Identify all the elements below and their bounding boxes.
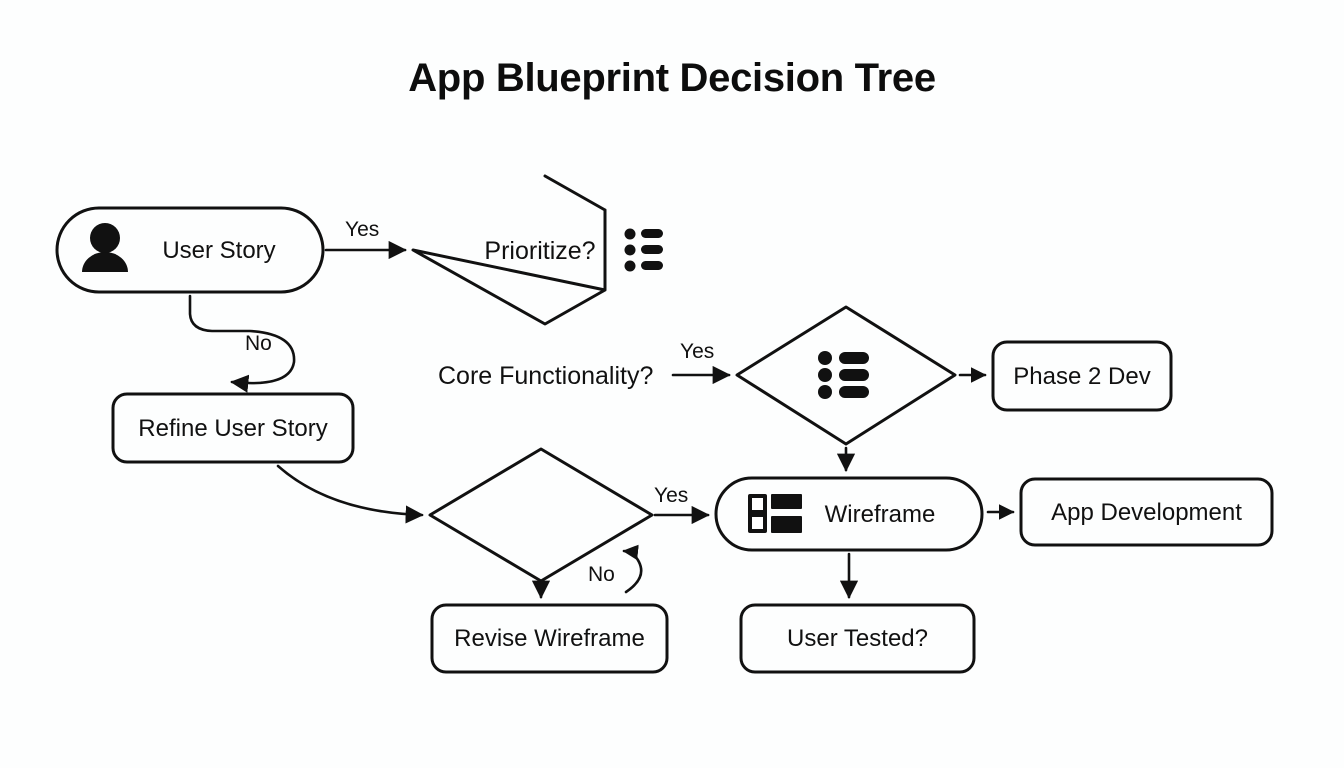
layout-icon xyxy=(748,494,802,533)
node-shape-prioritize[interactable] xyxy=(411,174,607,326)
node-shape-phase-2-dev[interactable] xyxy=(991,340,1173,412)
node-shape-refine-user-story[interactable] xyxy=(111,392,355,464)
node-label-user-tested: User Tested? xyxy=(787,625,928,652)
edge-label-no-refine: No xyxy=(245,332,272,355)
node-label-user-story: User Story xyxy=(162,237,276,264)
node-shape-user-story[interactable] xyxy=(55,206,325,294)
list-icon xyxy=(818,351,869,399)
user-icon xyxy=(82,223,128,272)
page-title: App Blueprint Decision Tree xyxy=(408,56,936,100)
node-shape-wireframe[interactable] xyxy=(714,476,984,552)
node-shape-user-tested[interactable] xyxy=(739,603,976,674)
edge-refine-to-wireframe-decision xyxy=(276,464,424,524)
node-shape-wireframe-decision[interactable] xyxy=(428,447,654,583)
node-label-app-development: App Development xyxy=(1051,499,1242,526)
edge-label-yes-core: Yes xyxy=(680,340,715,363)
node-label-revise-wireframe: Revise Wireframe xyxy=(454,625,645,652)
node-label-phase-2-dev: Phase 2 Dev xyxy=(1013,363,1151,390)
edge-label-yes-wireframe: Yes xyxy=(654,484,689,507)
node-label-refine-user-story: Refine User Story xyxy=(138,415,328,442)
node-label-core-functionality: Core Functionality? xyxy=(438,362,654,390)
node-shape-core-decision[interactable] xyxy=(735,305,957,446)
edge-revise-back-to-wireframe-decision xyxy=(622,544,643,594)
list-icon xyxy=(624,228,663,272)
edge-user-story-to-refine xyxy=(188,294,296,393)
node-label-wireframe: Wireframe xyxy=(824,501,936,528)
node-shape-app-development[interactable] xyxy=(1019,477,1274,547)
edge-label-no-revise: No xyxy=(588,563,615,586)
edge-label-yes-prioritize: Yes xyxy=(345,218,380,241)
node-label-prioritize: Prioritize? xyxy=(484,237,596,265)
node-shape-revise-wireframe[interactable] xyxy=(430,603,669,674)
